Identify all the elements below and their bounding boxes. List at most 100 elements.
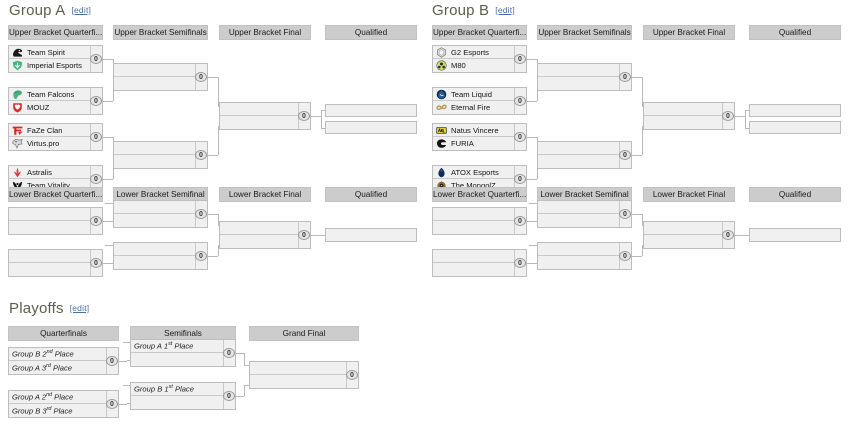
match-opponent-bottom: Group A 3rd Place [9, 361, 118, 374]
opponent-name: Astralis [27, 167, 52, 177]
match-score-marker[interactable]: 0 [90, 258, 102, 268]
match-score-marker[interactable]: 0 [619, 209, 631, 219]
match-score-marker[interactable]: 0 [106, 399, 118, 409]
match-lower-quarterfinal-2[interactable]: 0 [8, 249, 103, 277]
match-lower-semifinal-1[interactable]: 0 [113, 200, 208, 228]
group-b-edit-link[interactable]: [edit] [495, 5, 515, 15]
qualified-slot-upper-2[interactable] [749, 121, 841, 134]
qualified-slot-lower-1[interactable] [325, 228, 417, 242]
qualified-slot-upper-1[interactable] [325, 104, 417, 117]
match-score-marker[interactable]: 0 [195, 251, 207, 261]
round-header-3[interactable]: Qualified [749, 25, 841, 40]
connector-line [745, 110, 749, 111]
match-lower-semifinal-1[interactable]: 0 [537, 200, 632, 228]
match-upper-semifinal-1[interactable]: 0 [537, 63, 632, 91]
match-opponent-bottom: MOUZ [9, 101, 102, 114]
connector-line [321, 110, 322, 128]
match-score-marker[interactable]: 0 [195, 209, 207, 219]
round-header-lower-2[interactable]: Lower Bracket Final [219, 187, 311, 202]
match-score-marker[interactable]: 0 [90, 54, 102, 64]
match-lower-quarterfinal-1[interactable]: 0 [432, 207, 527, 235]
match-score-marker[interactable]: 0 [514, 258, 526, 268]
match-score-marker[interactable]: 0 [90, 216, 102, 226]
qualified-slot-upper-1[interactable] [749, 104, 841, 117]
qualified-slot-upper-2[interactable] [325, 121, 417, 134]
match-upper-semifinal-2[interactable]: 0 [113, 141, 208, 169]
match-lower-semifinal-2[interactable]: 0 [113, 242, 208, 270]
match-upper-semifinal-2[interactable]: 0 [537, 141, 632, 169]
playoffs-heading: Playoffs[edit] [9, 300, 89, 317]
match-score-marker[interactable]: 0 [195, 72, 207, 82]
opponent-name: Natus Vincere [451, 125, 499, 135]
round-header-1[interactable]: Upper Bracket Semifinals [113, 25, 208, 40]
group-a-edit-link[interactable]: [edit] [71, 5, 92, 15]
match-score-marker[interactable]: 0 [514, 54, 526, 64]
match-score-marker[interactable]: 0 [106, 356, 118, 366]
match-opponent-top [114, 64, 207, 77]
match-score-marker[interactable]: 0 [90, 96, 102, 106]
round-header-2[interactable]: Upper Bracket Final [219, 25, 311, 40]
match-score-marker[interactable]: 0 [346, 370, 358, 380]
connector-line [105, 245, 113, 246]
round-header-3[interactable]: Qualified [325, 25, 417, 40]
match-playoffs-grand-final[interactable]: 0 [249, 361, 359, 389]
match-score-marker[interactable]: 0 [514, 132, 526, 142]
match-opponent-top [538, 64, 631, 77]
match-score-marker[interactable]: 0 [619, 150, 631, 160]
round-header-lower-0[interactable]: Lower Bracket Quarterfi... [432, 187, 527, 202]
match-score-marker[interactable]: 0 [514, 96, 526, 106]
round-header-0[interactable]: Upper Bracket Quarterfi... [8, 25, 103, 40]
match-score-marker[interactable]: 0 [722, 230, 734, 240]
playoffs-edit-link[interactable]: [edit] [69, 303, 90, 313]
match-score-marker[interactable]: 0 [298, 230, 310, 240]
round-header-0[interactable]: Upper Bracket Quarterfi... [432, 25, 527, 40]
match-score-marker[interactable]: 0 [90, 132, 102, 142]
match-lower-quarterfinal-2[interactable]: 0 [432, 249, 527, 277]
match-upper-final[interactable]: 0 [219, 102, 311, 130]
connector-line [642, 245, 643, 246]
match-lower-quarterfinal-1[interactable]: 0 [8, 207, 103, 235]
match-score-marker[interactable]: 0 [195, 150, 207, 160]
match-rows [250, 362, 358, 388]
match-score-marker[interactable]: 0 [90, 174, 102, 184]
match-score-marker[interactable]: 0 [722, 111, 734, 121]
match-score-marker[interactable]: 0 [619, 72, 631, 82]
match-score-marker[interactable]: 0 [223, 348, 235, 358]
match-rows [538, 142, 631, 168]
match-score-marker[interactable]: 0 [298, 111, 310, 121]
opponent-name: M80 [451, 61, 466, 70]
match-score-marker[interactable]: 0 [223, 391, 235, 401]
match-lower-semifinal-2[interactable]: 0 [537, 242, 632, 270]
round-header-lower-3[interactable]: Qualified [749, 187, 841, 202]
playoffs-round-header-2[interactable]: Grand Final [249, 326, 359, 341]
natus-vincere-logo [436, 125, 447, 136]
playoffs-round-header-0[interactable]: Quarterfinals [8, 326, 119, 341]
connector-line [527, 101, 537, 102]
match-score-marker[interactable]: 0 [514, 174, 526, 184]
match-lower-final[interactable]: 0 [219, 221, 311, 249]
connector-line [208, 214, 218, 215]
round-header-2[interactable]: Upper Bracket Final [643, 25, 735, 40]
round-header-1[interactable]: Upper Bracket Semifinals [537, 25, 632, 40]
round-header-lower-3[interactable]: Qualified [325, 187, 417, 202]
round-header-lower-2[interactable]: Lower Bracket Final [643, 187, 735, 202]
match-lower-final[interactable]: 0 [643, 221, 735, 249]
qualified-slot-lower-1[interactable] [749, 228, 841, 242]
match-opponent-top [433, 208, 526, 221]
match-score-marker[interactable]: 0 [619, 251, 631, 261]
match-score-marker[interactable]: 0 [514, 216, 526, 226]
round-header-lower-0[interactable]: Lower Bracket Quarterfi... [8, 187, 103, 202]
match-upper-semifinal-1[interactable]: 0 [113, 63, 208, 91]
match-upper-final[interactable]: 0 [643, 102, 735, 130]
